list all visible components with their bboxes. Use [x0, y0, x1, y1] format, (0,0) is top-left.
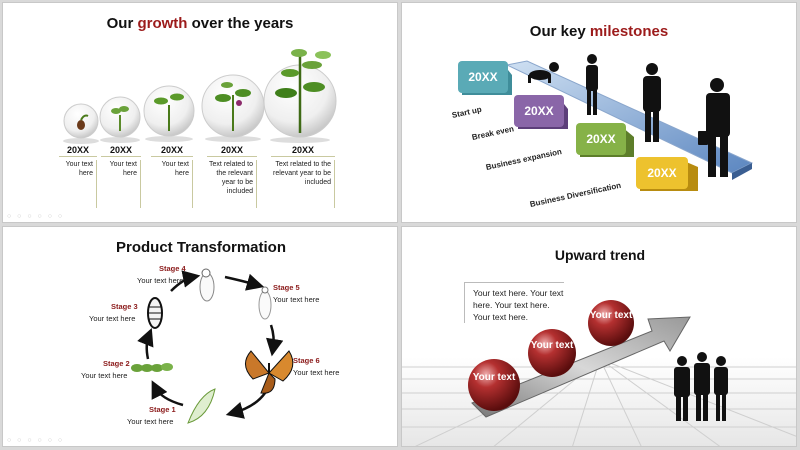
business-people-silhouettes	[674, 352, 728, 421]
trend-ball	[588, 300, 634, 346]
milestone-year: 20XX	[524, 104, 554, 118]
cycle-arrow	[137, 328, 154, 360]
milestone-year: 20XX	[586, 132, 616, 146]
milestone-badge	[514, 95, 568, 129]
milestone-badge	[458, 61, 512, 95]
slide-upward-trend[interactable]: Upward trend	[401, 226, 797, 447]
title-accent: growth	[137, 15, 188, 32]
stage-name: Stage 6	[293, 356, 320, 365]
stage-text: Your text here	[293, 368, 340, 377]
stage-text: Your text here	[89, 314, 136, 323]
year-label: 20XX	[59, 145, 97, 157]
upward-arrow	[471, 316, 691, 418]
title-text: Our key	[529, 23, 590, 40]
slide-nav-dots[interactable]: ○ ○ ○ ○ ○ ○	[7, 437, 65, 444]
year-text: Your text here	[151, 160, 193, 208]
silhouette-businessman	[698, 78, 730, 177]
stage-text: Your text here	[273, 295, 320, 304]
stage-text: Your text here	[137, 276, 184, 285]
ball-label: Your text	[530, 340, 574, 351]
year-column: 20XX Text related to the relevant year t…	[271, 145, 335, 208]
transformation-cycle	[131, 268, 294, 424]
year-label: 20XX	[207, 145, 257, 157]
cycle-arrow	[170, 270, 201, 292]
grid-floor	[402, 358, 796, 446]
pupa-icon	[147, 297, 163, 329]
milestone-badge	[636, 157, 698, 191]
trend-ball	[468, 359, 520, 411]
chrysalis-icon	[258, 286, 272, 320]
milestone-year: 20XX	[468, 70, 498, 84]
stage-name: Stage 3	[111, 302, 138, 311]
milestones-graphic	[458, 54, 754, 191]
silhouette-baby	[528, 62, 559, 83]
milestone-badge	[576, 123, 634, 157]
year-label: 20XX	[101, 145, 141, 157]
slide-transformation[interactable]: Product Transformation	[2, 226, 398, 447]
ball-label: Your text	[589, 310, 633, 321]
trend-graphic	[402, 300, 796, 446]
cocoon-icon	[199, 268, 215, 302]
leaf-egg-icon	[187, 388, 216, 424]
stage-name: Stage 1	[149, 405, 176, 414]
cycle-arrow	[224, 273, 265, 291]
year-text: Text related to the relevant year to be …	[207, 160, 257, 208]
silhouette-child	[586, 54, 598, 115]
stage-text: Your text here	[127, 417, 174, 426]
milestone-year: 20XX	[647, 166, 677, 180]
stage-name: Stage 2	[103, 359, 130, 368]
cycle-arrow	[225, 392, 267, 419]
title-accent: milestones	[589, 23, 669, 40]
year-column: 20XX Your text here	[151, 145, 193, 208]
butterfly-icon	[245, 350, 294, 394]
stage-name: Stage 4	[159, 264, 186, 273]
slide-title: Product Transformation	[115, 239, 287, 256]
title-text: Our	[106, 15, 138, 32]
slide-growth[interactable]: Our growth over the years	[2, 2, 398, 223]
year-label: 20XX	[151, 145, 193, 157]
stage-text: Your text here	[81, 371, 128, 380]
slide-title: Our growth over the years	[3, 15, 397, 32]
title-text-end: over the years	[187, 15, 294, 32]
silhouette-adult	[643, 63, 661, 142]
cycle-arrow	[266, 324, 284, 357]
slide-title: Upward trend	[554, 247, 646, 263]
year-column: 20XX Text related to the relevant year t…	[207, 145, 257, 208]
stage-name: Stage 5	[273, 283, 300, 292]
caterpillar-icon	[131, 363, 173, 372]
growth-bubbles	[63, 49, 337, 144]
year-column: 20XX Your text here	[59, 145, 97, 208]
ball-label: Your text	[472, 372, 516, 383]
trend-text-box: Your text here. Your text here. Your tex…	[464, 282, 564, 323]
slide-title: Our key milestones	[402, 23, 796, 40]
slide-nav-dots[interactable]: ○ ○ ○ ○ ○ ○	[7, 213, 65, 220]
slide-milestones[interactable]: Our key milestones	[401, 2, 797, 223]
year-text: Text related to the relevant year to be …	[271, 160, 335, 208]
year-label: 20XX	[271, 145, 335, 157]
year-text: Your text here	[101, 160, 141, 208]
cycle-arrow	[151, 380, 184, 407]
year-text: Your text here	[59, 160, 97, 208]
trend-ball	[528, 329, 576, 377]
year-column: 20XX Your text here	[101, 145, 141, 208]
